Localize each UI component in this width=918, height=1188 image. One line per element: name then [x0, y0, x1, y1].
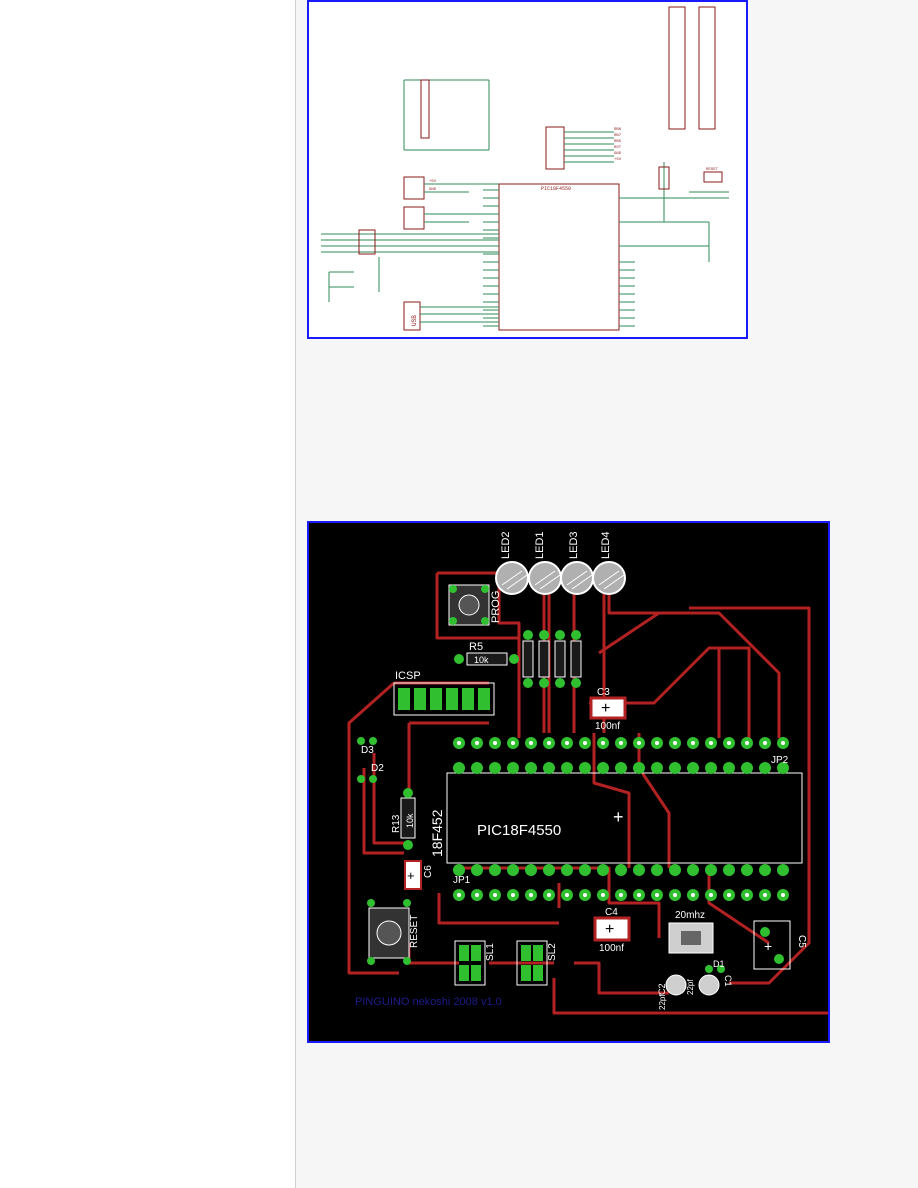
led-array	[495, 561, 626, 595]
led1-label: LED1	[534, 531, 546, 559]
c4-value: 100nf	[599, 943, 624, 954]
c3-capacitor	[589, 696, 627, 720]
c4-label: C4	[605, 907, 618, 918]
c1-label: C1	[723, 975, 733, 987]
schematic-usb-label: USB	[411, 315, 418, 326]
svg-text:+: +	[764, 938, 772, 954]
jp1-pins	[453, 864, 789, 901]
c1-value: 22pf	[686, 979, 695, 995]
schematic-header-5: GND	[614, 152, 622, 156]
crystal-label: 20mhz	[675, 910, 705, 921]
pcb-layout-image[interactable]: + + +	[307, 521, 830, 1043]
schematic-drawing: PIC18F4550 USB RESET +5V GND RB6 RB7 RB5…	[321, 6, 729, 331]
schematic-header-1: RB6	[614, 128, 622, 132]
schematic-reset-label: RESET	[706, 168, 719, 172]
led3-label: LED3	[568, 531, 580, 559]
board-credit-text: PINGUINO nekoshi 2008 v1.0	[355, 996, 502, 1008]
r5-label: R5	[469, 641, 483, 653]
jp2-pins	[453, 737, 789, 774]
c6-label: C6	[423, 865, 434, 878]
sl1-label: SL1	[485, 943, 496, 961]
chip-alt-label: 18F452	[429, 809, 445, 857]
c5-capacitor	[753, 920, 791, 970]
c3-value: 100nf	[595, 721, 620, 732]
svg-text:+: +	[605, 921, 614, 938]
prog-label: PROG	[490, 591, 502, 623]
schematic-rail-2: GND	[429, 188, 437, 192]
r13-label: R13	[391, 814, 402, 833]
led-resistors	[522, 630, 582, 688]
pcb-chip-label: PIC18F4550	[477, 822, 561, 839]
d2-label: D2	[371, 763, 384, 774]
reset-label: RESET	[409, 915, 420, 948]
c3-label: C3	[597, 687, 610, 698]
d1-label: D1	[713, 959, 725, 969]
schematic-header-2: RB7	[614, 134, 622, 138]
jp2-label: JP2	[771, 755, 789, 766]
r5-value: 10k	[474, 655, 489, 665]
led2-label: LED2	[500, 531, 512, 559]
schematic-rail-1: +5V	[429, 180, 437, 184]
icsp-label: ICSP	[395, 670, 421, 682]
schematic-header-6: +5V	[614, 158, 622, 162]
sl1-connector	[454, 940, 486, 986]
svg-text:+: +	[407, 868, 415, 883]
c5-label: C5	[796, 935, 807, 948]
schematic-image[interactable]: PIC18F4550 USB RESET +5V GND RB6 RB7 RB5…	[307, 0, 748, 339]
sl2-connector	[516, 940, 548, 986]
reset-button-footprint	[368, 907, 410, 959]
r13-value: 10k	[405, 813, 415, 828]
svg-text:+: +	[613, 807, 624, 827]
left-sidebar	[0, 0, 296, 1188]
sl2-label: SL2	[547, 943, 558, 961]
schematic-header-3: RB5	[614, 140, 622, 144]
icsp-header	[393, 682, 495, 716]
schematic-header-4: RST	[614, 146, 622, 150]
c2-label: C2	[657, 983, 667, 995]
content-area: PIC18F4550 USB RESET +5V GND RB6 RB7 RB5…	[296, 0, 918, 1188]
pcb-drawing: + + +	[347, 531, 829, 1015]
schematic-chip-label: PIC18F4550	[541, 186, 571, 192]
d3-label: D3	[361, 745, 374, 756]
led4-label: LED4	[600, 531, 612, 559]
c2-value: 22pf	[658, 994, 667, 1010]
svg-text:+: +	[601, 700, 610, 717]
c4-capacitor	[593, 916, 631, 942]
jp1-label: JP1	[453, 875, 471, 886]
